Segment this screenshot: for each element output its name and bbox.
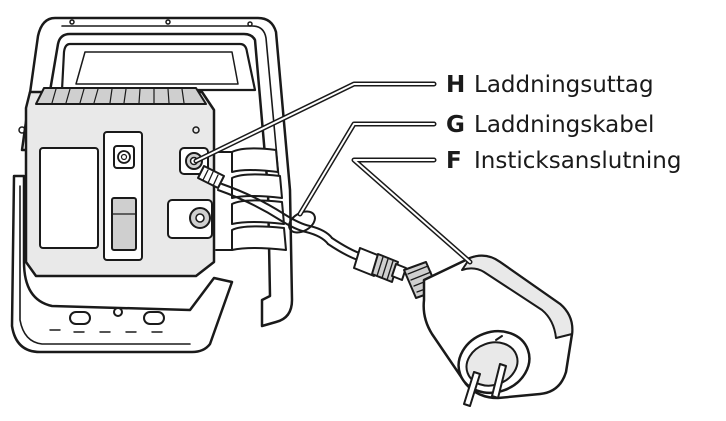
callout-letter-f: F <box>446 148 462 174</box>
callout-f: F Insticksanslutning <box>446 148 681 174</box>
callout-g: G Laddningskabel <box>446 112 654 138</box>
callout-leader-lines <box>193 81 473 265</box>
callout-h: H Laddningsuttag <box>446 72 654 98</box>
callout-label-h: Laddningsuttag <box>474 72 654 98</box>
plug-adapter-illustration <box>403 254 574 407</box>
callout-letter-h: H <box>446 72 465 98</box>
work-light-illustration <box>10 16 294 354</box>
callout-label-g: Laddningskabel <box>474 112 654 138</box>
callout-letter-g: G <box>446 112 465 138</box>
callout-label-f: Insticksanslutning <box>474 148 681 174</box>
charging-cable-illustration <box>197 165 407 283</box>
